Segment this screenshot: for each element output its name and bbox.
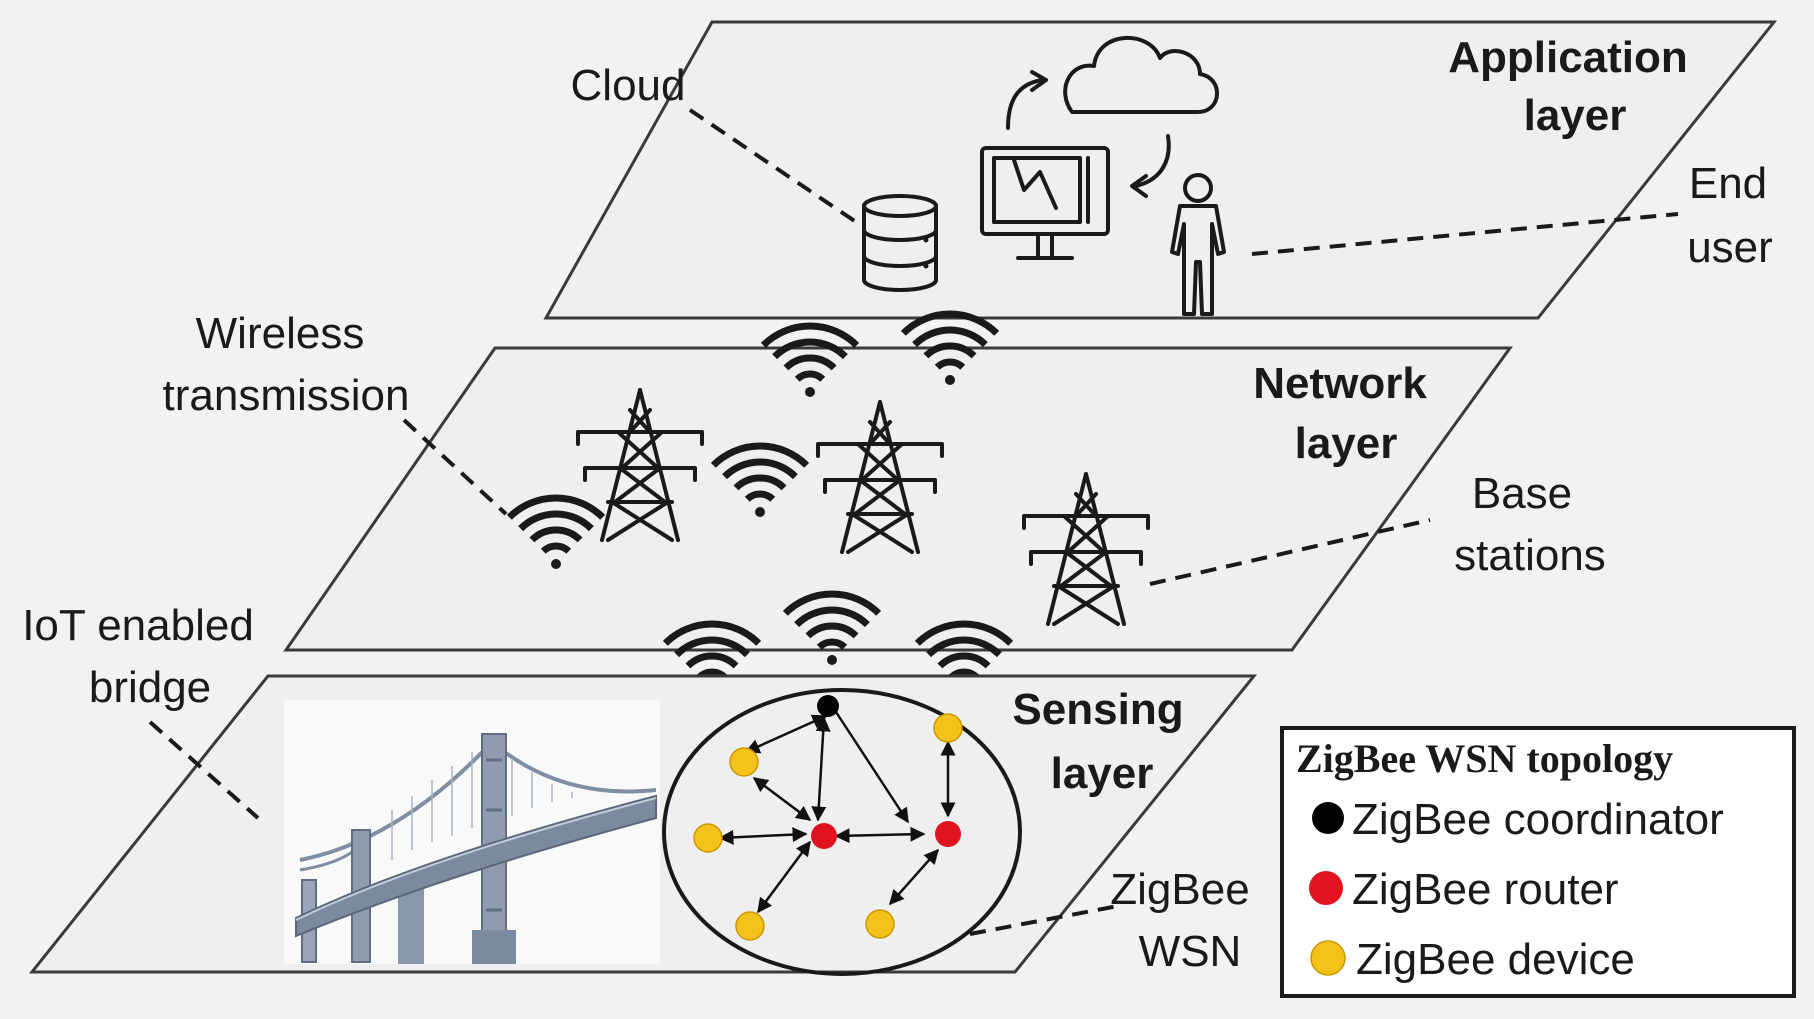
base-stations-leader-line: [1149, 518, 1431, 586]
iot-bridge-label-1: IoT enabled: [22, 601, 254, 650]
zigbee-device-node: [735, 911, 765, 941]
zigbee-coordinator-node: [817, 695, 839, 717]
upload-arrow-icon: [1006, 78, 1044, 130]
upload-arrowhead-icon: [1030, 70, 1048, 92]
base-stations-label-1: Base: [1472, 469, 1572, 518]
iot-bridge-label-2: bridge: [89, 663, 211, 712]
mesh-link: [834, 826, 926, 844]
legend-coordinator-swatch: [1312, 802, 1344, 834]
zigbee-router-node: [811, 823, 837, 849]
sensing-layer-title-2: layer: [1051, 749, 1154, 798]
application-layer-title-1: Application: [1448, 33, 1688, 82]
legend-device-label: ZigBee device: [1356, 935, 1635, 984]
cloud-icon: [1063, 35, 1219, 114]
legend-device-swatch: [1310, 940, 1346, 976]
monitor-icon: [980, 146, 1110, 260]
legend-router-swatch: [1309, 871, 1343, 905]
database-icon: [862, 194, 938, 292]
zigbee-device-node: [865, 909, 895, 939]
zigbee-wsn-label-1: ZigBee: [1110, 865, 1249, 914]
zigbee-mesh-links: [718, 711, 956, 914]
zigbee-device-node: [693, 823, 723, 853]
mesh-link: [834, 711, 910, 824]
download-arrowhead-icon: [1130, 174, 1148, 198]
legend-router-label: ZigBee router: [1352, 865, 1619, 914]
wireless-label-1: Wireless: [196, 309, 365, 358]
legend-coordinator-label: ZigBee coordinator: [1352, 795, 1724, 844]
legend-box: [1280, 726, 1796, 998]
mesh-link: [752, 777, 812, 821]
zigbee-router-node: [935, 821, 961, 847]
mesh-link: [889, 848, 939, 906]
end-user-label-1: End: [1689, 159, 1767, 208]
zigbee-wsn-ellipse: [662, 688, 1022, 976]
zigbee-wsn-label-2: WSN: [1139, 927, 1242, 976]
mesh-link: [718, 827, 808, 845]
wireless-label-2: transmission: [163, 371, 410, 420]
end-user-leader-line: [1251, 212, 1679, 256]
cloud-leader-line: [688, 108, 864, 228]
network-layer-title-2: layer: [1295, 419, 1398, 468]
application-layer-title-2: layer: [1524, 91, 1627, 140]
network-layer-plane: [283, 346, 1513, 652]
end-user-label-2: user: [1687, 223, 1773, 272]
cloud-label: Cloud: [571, 61, 686, 110]
legend: ZigBee WSN topology ZigBee coordinator Z…: [1280, 726, 1796, 998]
sensing-layer-title-1: Sensing: [1012, 685, 1183, 734]
zigbee-device-node: [729, 747, 759, 777]
mesh-link: [756, 840, 812, 914]
legend-title: ZigBee WSN topology: [1296, 736, 1673, 781]
suspension-bridge-icon: [284, 700, 660, 964]
mesh-link: [811, 716, 831, 822]
base-stations-label-2: stations: [1454, 531, 1606, 580]
wireless-leader-line: [402, 418, 508, 516]
zigbee-device-node: [933, 713, 963, 743]
download-arrow-icon: [1134, 134, 1171, 188]
network-layer-title-1: Network: [1253, 359, 1427, 408]
person-icon: [1170, 173, 1226, 316]
